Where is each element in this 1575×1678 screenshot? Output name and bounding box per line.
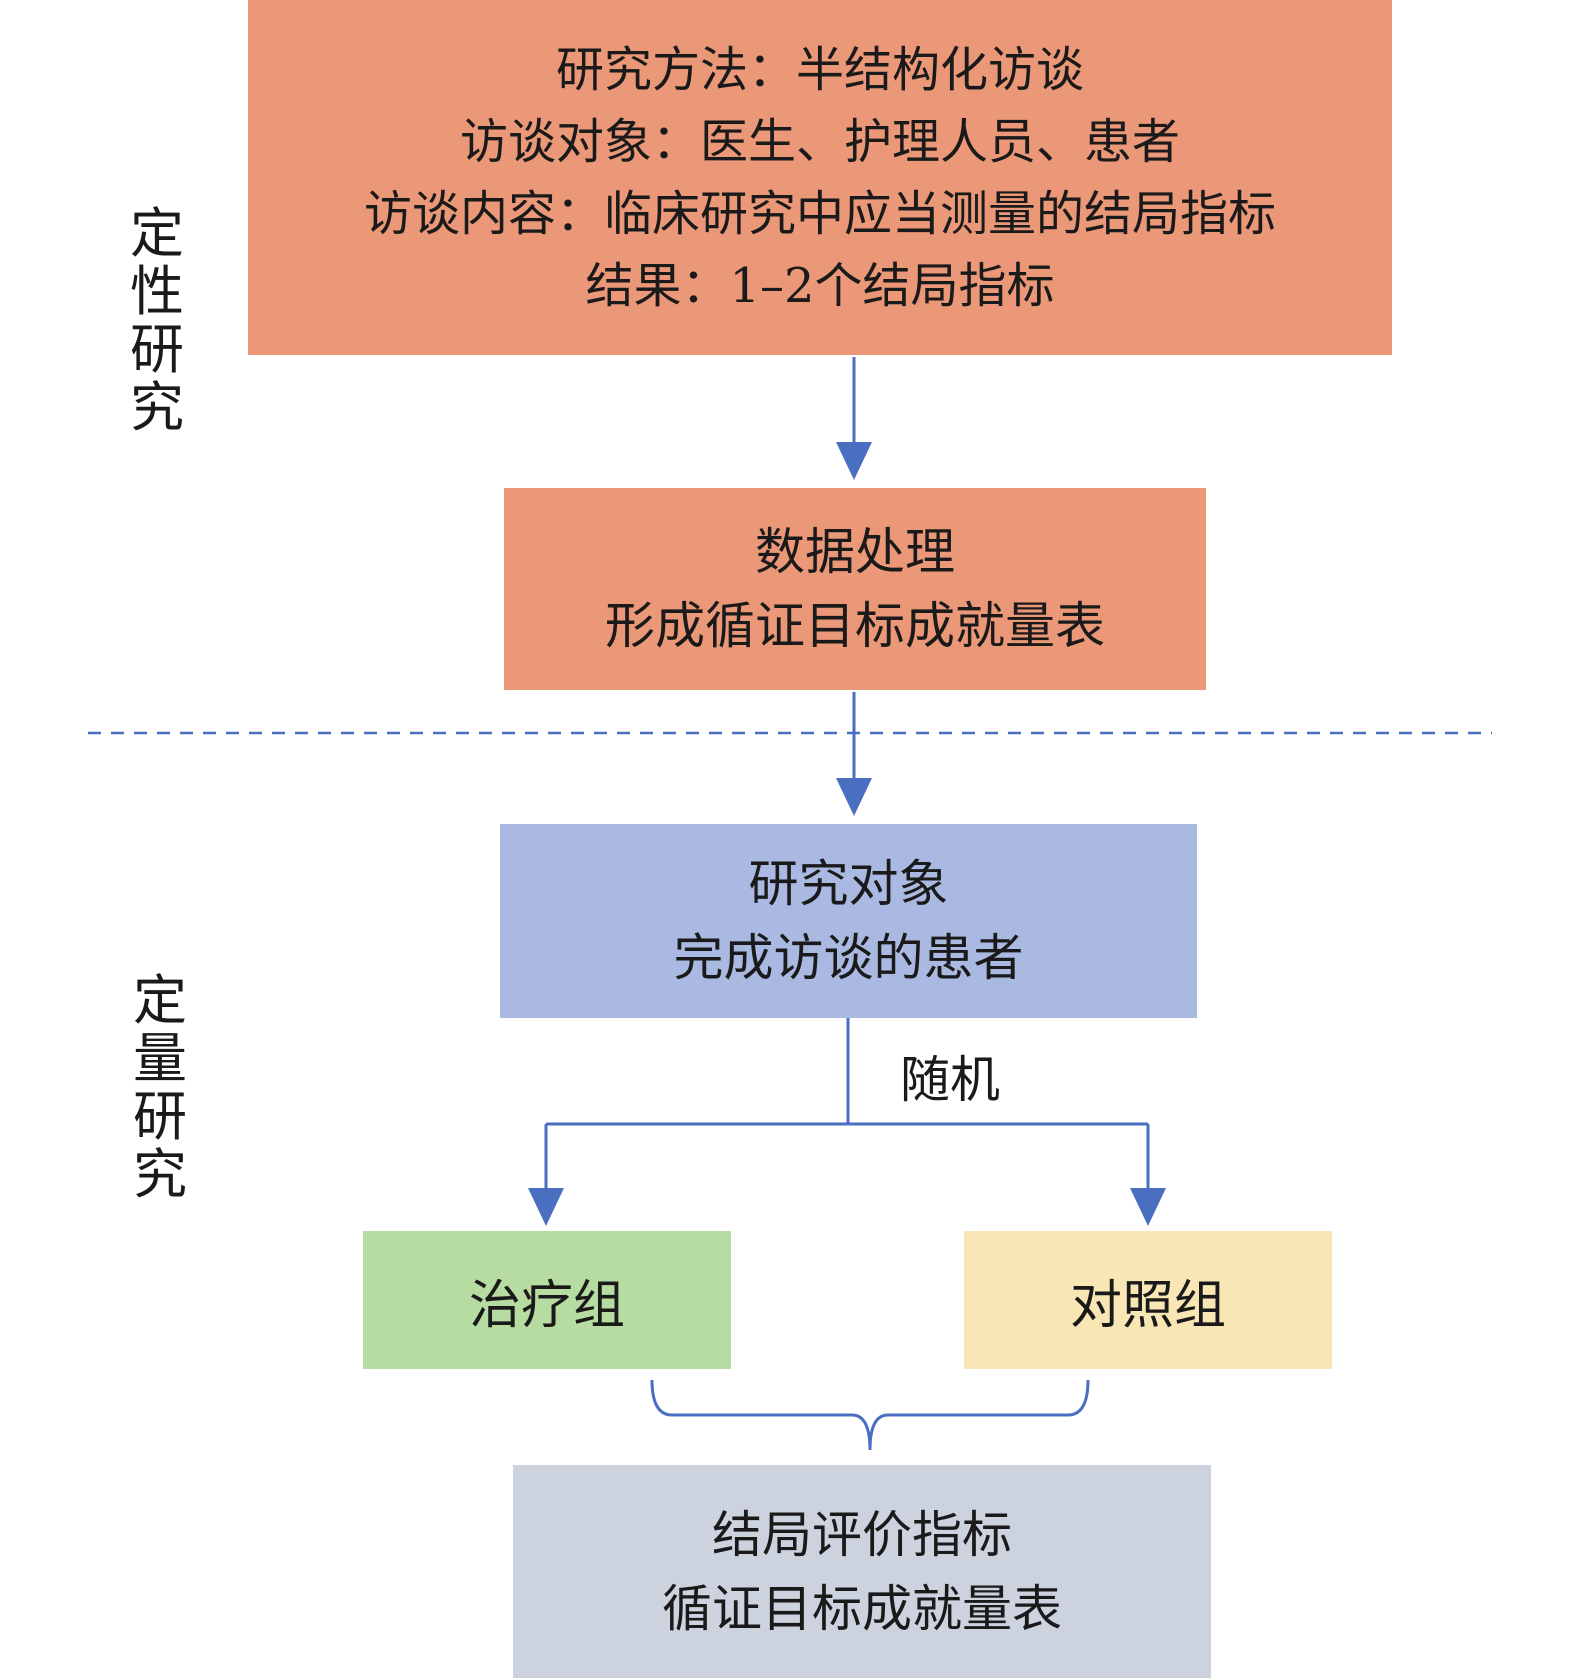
quantitative-section-label: 定量研究	[133, 969, 187, 1206]
data-processing-box: 数据处理 形成循证目标成就量表	[504, 488, 1206, 690]
treatment-group-label: 治疗组	[468, 1275, 625, 1336]
outcome-title: 结局评价指标	[712, 1505, 1012, 1564]
split-right-arrowhead	[1130, 1188, 1166, 1226]
research-method-box: 研究方法：半结构化访谈 访谈对象：医生、护理人员、患者 访谈内容：临床研究中应当…	[248, 0, 1392, 355]
randomization-label: 随机	[900, 1051, 1000, 1109]
process-title: 数据处理	[755, 523, 955, 581]
merge-brace	[650, 1379, 1090, 1451]
subjects-subtitle: 完成访谈的患者	[673, 929, 1024, 987]
control-group-box: 对照组	[964, 1231, 1332, 1369]
result-line: 结果：1–2个结局指标	[585, 257, 1055, 314]
interview-content-line: 访谈内容：临床研究中应当测量的结局指标	[363, 185, 1276, 242]
arrow-process-to-subjects-head	[836, 778, 872, 816]
subjects-title: 研究对象	[748, 855, 949, 913]
method-line: 研究方法：半结构化访谈	[555, 41, 1084, 98]
control-group-label: 对照组	[1069, 1275, 1226, 1336]
qualitative-section-label: 定性研究	[130, 202, 184, 439]
outcome-evaluation-box: 结局评价指标 循证目标成就量表	[513, 1465, 1211, 1678]
arrow-method-to-process-head	[836, 442, 872, 480]
treatment-group-box: 治疗组	[363, 1231, 731, 1369]
process-subtitle: 形成循证目标成就量表	[605, 597, 1105, 655]
outcome-subtitle: 循证目标成就量表	[662, 1579, 1062, 1638]
study-subjects-box: 研究对象 完成访谈的患者	[500, 824, 1197, 1018]
interviewees-line: 访谈对象：医生、护理人员、患者	[459, 113, 1180, 170]
split-left-arrowhead	[528, 1188, 564, 1226]
